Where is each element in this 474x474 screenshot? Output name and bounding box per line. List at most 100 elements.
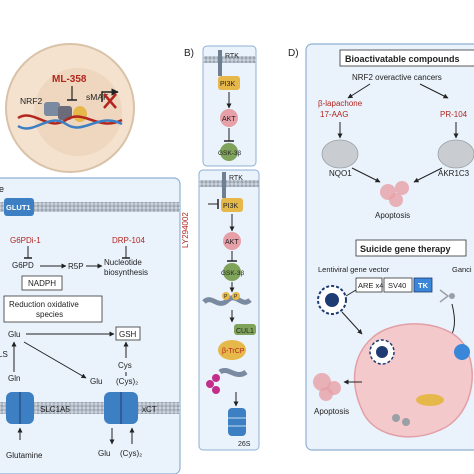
ubiquitin-2 — [206, 380, 214, 388]
aag-label: 17-AAG — [320, 110, 348, 119]
panel-c-partial-label: e — [0, 184, 4, 194]
panel-d-label: D) — [288, 48, 299, 59]
ml358-label: ML-358 — [52, 74, 87, 85]
gsh-label: GSH — [119, 330, 137, 339]
sv40-box — [383, 277, 413, 293]
panel-b: B) RTK PI3K AKT GSK-3β RTK LY294002 PI3K… — [181, 45, 260, 451]
suicide-therapy-title: Suicide gene therapy — [360, 244, 451, 254]
akr1c3-protein — [437, 139, 474, 169]
r5p-label: R5P — [68, 262, 84, 271]
suicide-therapy-box — [355, 239, 467, 257]
ubiquitin-3 — [212, 386, 220, 394]
glut1-transporter — [4, 198, 34, 216]
glu-cys-label: Glu — [90, 377, 102, 386]
akt-top-protein — [220, 109, 238, 127]
drug-particle-1 — [392, 414, 400, 422]
apoptosis-top-label: Apoptosis — [375, 211, 410, 220]
apoptotic-blob-3 — [389, 193, 403, 207]
activated-drug — [416, 394, 444, 406]
nucleotide-line2: biosynthesis — [104, 268, 148, 277]
ganciclovir-structure — [439, 289, 450, 303]
pi3k-protein — [221, 198, 243, 212]
gls-partial-label: LS — [0, 350, 8, 359]
apoptotic-blob-6 — [319, 387, 333, 401]
nrf2-label: NRF2 — [20, 96, 42, 106]
nrf2-cancers-label: NRF2 overactive cancers — [352, 73, 442, 82]
glut1-label: GLUT1 — [6, 203, 31, 212]
tumor-mass — [353, 323, 473, 438]
ros-line1: Reduction oxidative — [9, 300, 79, 309]
vector-to-tumor-arrow — [341, 311, 363, 335]
cul1-protein — [234, 324, 256, 335]
ros-box — [3, 295, 103, 323]
bioactivatable-title: Bioactivatable compounds — [345, 54, 460, 64]
gln-label: Gln — [8, 374, 20, 383]
panel-b-label: B) — [184, 48, 194, 59]
gsk-protein — [223, 263, 241, 281]
panel-c: e GLUT1 G6PDi-1 DRP-104 G6PD R5P Nucleot… — [0, 177, 181, 474]
nqo1-label: NQO1 — [329, 169, 352, 178]
nrf2-protein — [44, 102, 60, 116]
g6pdi-label: G6PDi-1 — [10, 236, 41, 245]
akr-to-apoptosis-arrow — [413, 167, 443, 183]
panel-b-bottom-membrane — [199, 180, 259, 187]
nadph-box — [21, 275, 63, 291]
glu-diagonal-arrow — [23, 341, 87, 379]
drp104-label: DRP-104 — [112, 236, 145, 245]
dna-strand-1 — [17, 114, 123, 125]
cys2-bottom-label: (Cys)₂ — [120, 449, 142, 458]
vector-core — [325, 293, 339, 307]
rtk-top-receptor — [218, 50, 222, 76]
proteasome-26s-label: 26S — [238, 441, 251, 448]
akt-top-label: AKT — [222, 116, 236, 123]
transduced-cell-core — [376, 346, 388, 358]
tk-box — [413, 277, 433, 293]
glu-top-label: Glu — [8, 330, 20, 339]
top-membrane — [0, 202, 180, 212]
phospho-2-label: P — [234, 294, 238, 300]
drug-particle-2 — [402, 418, 410, 426]
sv40-label: SV40 — [388, 281, 406, 290]
akt-protein — [223, 232, 241, 250]
smaf-protein — [73, 106, 87, 122]
transcription-arrow — [101, 88, 119, 102]
nadph-label: NADPH — [28, 279, 56, 288]
panel-d: D) Bioactivatable compounds NRF2 overact… — [288, 43, 474, 451]
phospho-1 — [222, 292, 230, 300]
bioactivatable-box — [339, 49, 474, 67]
rtk-top-label: RTK — [225, 53, 239, 60]
apoptosis-bottom-label: Apoptosis — [314, 407, 349, 416]
apoptotic-blob-2 — [395, 181, 409, 195]
tk-label: TK — [418, 281, 429, 290]
panel-b-top-membrane — [203, 56, 256, 63]
dna-strand-2 — [17, 119, 123, 130]
xct-label: xCT — [142, 405, 157, 414]
phospho-2 — [232, 292, 240, 300]
beta-lapachone-label: β-lapachone — [318, 99, 363, 108]
ml358-complex — [58, 106, 72, 120]
are-label: ARE x4 — [358, 281, 383, 290]
akr1c3-label: AKR1C3 — [438, 169, 470, 178]
ubiquitin-1 — [212, 374, 220, 382]
ganciclovir-partial-label: Ganci — [452, 265, 472, 274]
block-x-icon — [103, 93, 117, 109]
gsk-top-protein — [220, 143, 238, 161]
gsk-top-label: GSK-3β — [218, 150, 242, 157]
btrcp-label: β-TrCP — [222, 348, 245, 355]
btrcp-protein — [218, 340, 246, 360]
cys-label: Cys — [118, 361, 132, 370]
pi3k-label: PI3K — [223, 203, 239, 210]
cul1-label: CUL1 — [236, 328, 254, 335]
gsk-label: GSK-3β — [221, 270, 245, 277]
cancers-to-lapachone-arrow — [347, 83, 371, 99]
vector-to-construct-line — [345, 289, 357, 297]
cancers-to-pr104-arrow — [419, 83, 449, 99]
are-box — [355, 277, 383, 293]
tk-enzyme — [454, 344, 470, 360]
rtk-receptor — [222, 172, 226, 198]
cys2-label: (Cys)₂ — [116, 377, 138, 386]
ly294002-label: LY294002 — [181, 212, 190, 248]
gsh-box — [115, 326, 141, 341]
phospho-1-label: P — [224, 294, 228, 300]
